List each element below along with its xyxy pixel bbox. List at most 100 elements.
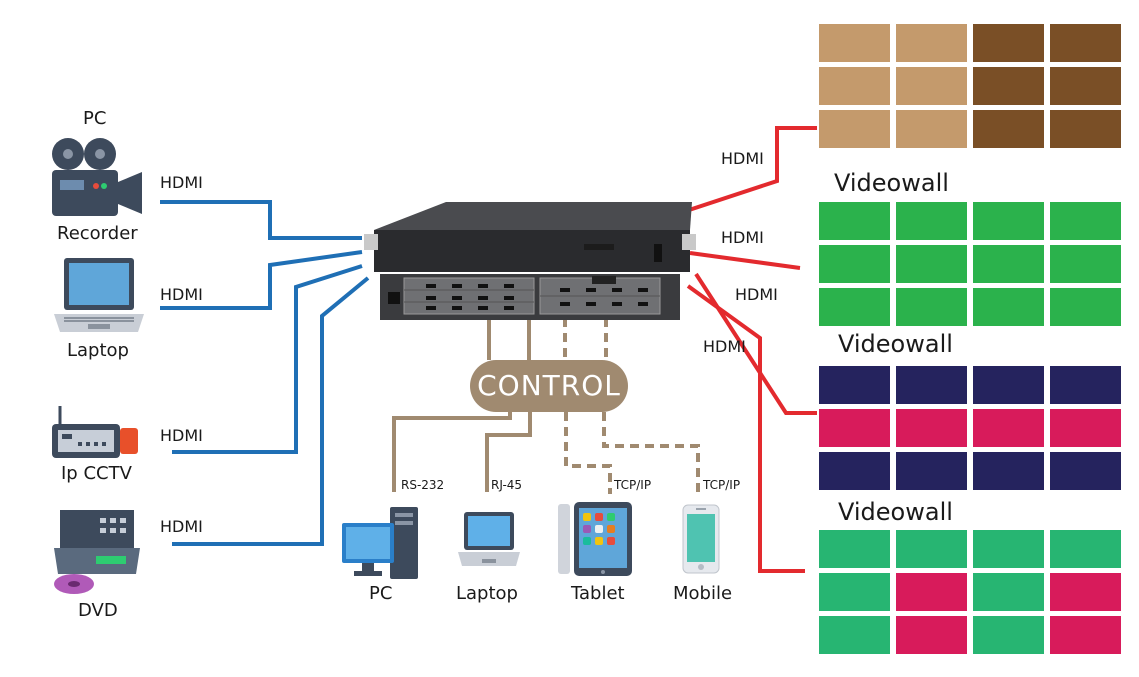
videowall-tile — [973, 452, 1044, 490]
source-label-pc: PC — [83, 108, 107, 129]
videowall-tile — [896, 409, 967, 447]
output-line-2 — [689, 251, 801, 270]
videowall-tile — [819, 67, 890, 105]
videowall-tile — [1050, 67, 1121, 105]
control-device-label: Tablet — [571, 583, 625, 604]
video-camera-icon — [52, 138, 142, 216]
output-link-label: HDMI — [735, 285, 778, 304]
videowall-tile — [1050, 245, 1121, 283]
videowall-tile — [973, 67, 1044, 105]
videowall-tile — [819, 110, 890, 148]
input-link-label: HDMI — [160, 426, 203, 445]
matrix-switcher-icon — [364, 202, 696, 320]
mobile-icon — [682, 504, 720, 574]
videowall-tile — [819, 24, 890, 62]
input-link-label: HDMI — [160, 517, 203, 536]
videowall-tile — [896, 616, 967, 654]
videowall-tile — [973, 573, 1044, 611]
videowall-tile — [973, 409, 1044, 447]
videowall-tile — [819, 409, 890, 447]
videowall-tile — [896, 452, 967, 490]
input-line-dvd — [172, 276, 370, 546]
desktop-pc-icon — [342, 507, 418, 579]
source-label-dvd: DVD — [78, 600, 118, 621]
input-line-pc — [160, 200, 362, 240]
videowall-tile — [973, 110, 1044, 148]
videowall-tile — [896, 288, 967, 326]
videowall-tile — [819, 245, 890, 283]
videowall-tile — [819, 202, 890, 240]
videowall-tile — [896, 366, 967, 404]
videowall-tile — [896, 245, 967, 283]
videowall-tile — [973, 616, 1044, 654]
control-device-label: PC — [369, 583, 393, 604]
videowall-tile — [896, 24, 967, 62]
control-line-rj45 — [485, 412, 532, 492]
videowall-tile — [1050, 409, 1121, 447]
videowall-tile — [896, 110, 967, 148]
videowall-tile — [819, 366, 890, 404]
videowall-3 — [819, 366, 1121, 490]
input-line-laptop — [160, 250, 363, 310]
output-line-1 — [685, 126, 817, 213]
output-link-label: HDMI — [721, 228, 764, 247]
laptop-icon — [54, 258, 144, 332]
output-line-4 — [686, 284, 805, 573]
videowall-tile — [973, 202, 1044, 240]
videowall-tile — [1050, 110, 1121, 148]
videowall-tile — [819, 573, 890, 611]
videowall-tile — [896, 573, 967, 611]
videowall-tile — [973, 245, 1044, 283]
videowall-2 — [819, 202, 1121, 326]
tablet-icon — [558, 502, 632, 576]
videowall-label: Videowall — [834, 169, 949, 197]
control-device-label: Mobile — [673, 583, 733, 604]
videowall-tile — [973, 288, 1044, 326]
cctv-receiver-icon — [52, 406, 138, 458]
control-link-label: TCP/IP — [703, 478, 741, 492]
videowall-tile — [1050, 530, 1121, 568]
source-label-laptop: Laptop — [67, 340, 129, 361]
control-dash-tcp-1 — [564, 412, 612, 494]
videowall-tile — [1050, 573, 1121, 611]
videowall-tile — [1050, 616, 1121, 654]
videowall-tile — [819, 616, 890, 654]
input-line-cctv — [172, 264, 363, 454]
control-pill: CONTROL — [470, 360, 628, 412]
control-link-label: TCP/IP — [614, 478, 652, 492]
videowall-tile — [819, 452, 890, 490]
videowall-tile — [1050, 202, 1121, 240]
input-link-label: HDMI — [160, 285, 203, 304]
source-sublabel-recorder: Recorder — [57, 223, 138, 244]
videowall-tile — [819, 288, 890, 326]
output-line-3 — [694, 272, 817, 415]
videowall-tile — [973, 24, 1044, 62]
laptop-icon — [458, 512, 520, 566]
control-link-label: RJ-45 — [491, 478, 523, 492]
control-link-label: RS-232 — [401, 478, 445, 492]
control-device-label: Laptop — [456, 583, 518, 604]
control-dash-tcp-2 — [602, 412, 700, 494]
videowall-tile — [1050, 24, 1121, 62]
videowall-tile — [1050, 288, 1121, 326]
videowall-4 — [819, 530, 1121, 654]
videowall-tile — [1050, 452, 1121, 490]
videowall-label: Videowall — [838, 330, 953, 358]
videowall-tile — [896, 202, 967, 240]
videowall-1 — [819, 24, 1121, 148]
input-link-label: HDMI — [160, 173, 203, 192]
dvd-player-icon — [54, 510, 140, 594]
output-link-label: HDMI — [703, 337, 746, 356]
source-label-cctv: Ip CCTV — [61, 463, 132, 484]
videowall-tile — [973, 530, 1044, 568]
videowall-tile — [819, 530, 890, 568]
videowall-tile — [973, 366, 1044, 404]
videowall-label: Videowall — [838, 498, 953, 526]
videowall-tile — [896, 67, 967, 105]
videowall-tile — [1050, 366, 1121, 404]
videowall-tile — [896, 530, 967, 568]
output-link-label: HDMI — [721, 149, 764, 168]
control-line-rs232 — [392, 412, 512, 492]
